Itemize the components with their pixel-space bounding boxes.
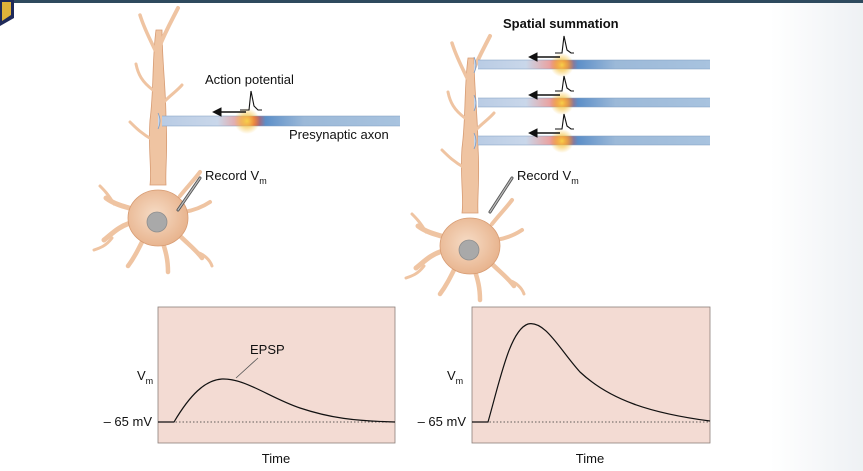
right-spike-icon-2	[555, 75, 574, 92]
left-graph: EPSP Vm – 65 mV Time	[104, 306, 396, 466]
spatial-summation-title: Spatial summation	[503, 16, 619, 31]
right-spike-icon-3	[555, 113, 574, 130]
right-glow-3	[550, 129, 574, 153]
left-x-axis-label: Time	[262, 451, 290, 466]
right-x-axis-label: Time	[576, 451, 604, 466]
left-action-potential-glow	[234, 108, 260, 134]
right-y-axis-label: Vm	[447, 368, 463, 386]
left-epsp-trace	[158, 378, 396, 423]
header-bar	[0, 0, 863, 3]
left-spike-icon	[240, 90, 262, 111]
left-record-label: Record Vm	[205, 168, 267, 186]
right-axon-3	[473, 132, 710, 150]
presynaptic-axon-label: Presynaptic axon	[289, 127, 389, 142]
right-baseline-label: – 65 mV	[418, 414, 467, 429]
right-spike-icon-1	[555, 35, 574, 54]
right-axon-1	[473, 56, 710, 74]
right-neuron	[406, 36, 524, 300]
left-neuron	[94, 8, 212, 272]
right-axon-2	[473, 94, 710, 112]
action-potential-label: Action potential	[205, 72, 294, 87]
epsp-pointer	[235, 357, 259, 379]
right-edge-shade	[770, 3, 863, 471]
epsp-label: EPSP	[250, 342, 285, 357]
left-baseline-label: – 65 mV	[104, 414, 153, 429]
right-glow-2	[550, 91, 574, 115]
left-graph-area	[157, 306, 396, 444]
corner-badge	[0, 0, 14, 26]
left-y-axis-label: Vm	[137, 368, 153, 386]
right-record-label: Record Vm	[517, 168, 579, 186]
right-glow-1	[550, 53, 574, 77]
right-summated-trace	[472, 323, 711, 423]
right-graph: Vm – 65 mV Time	[418, 306, 711, 466]
right-graph-area	[471, 306, 711, 444]
